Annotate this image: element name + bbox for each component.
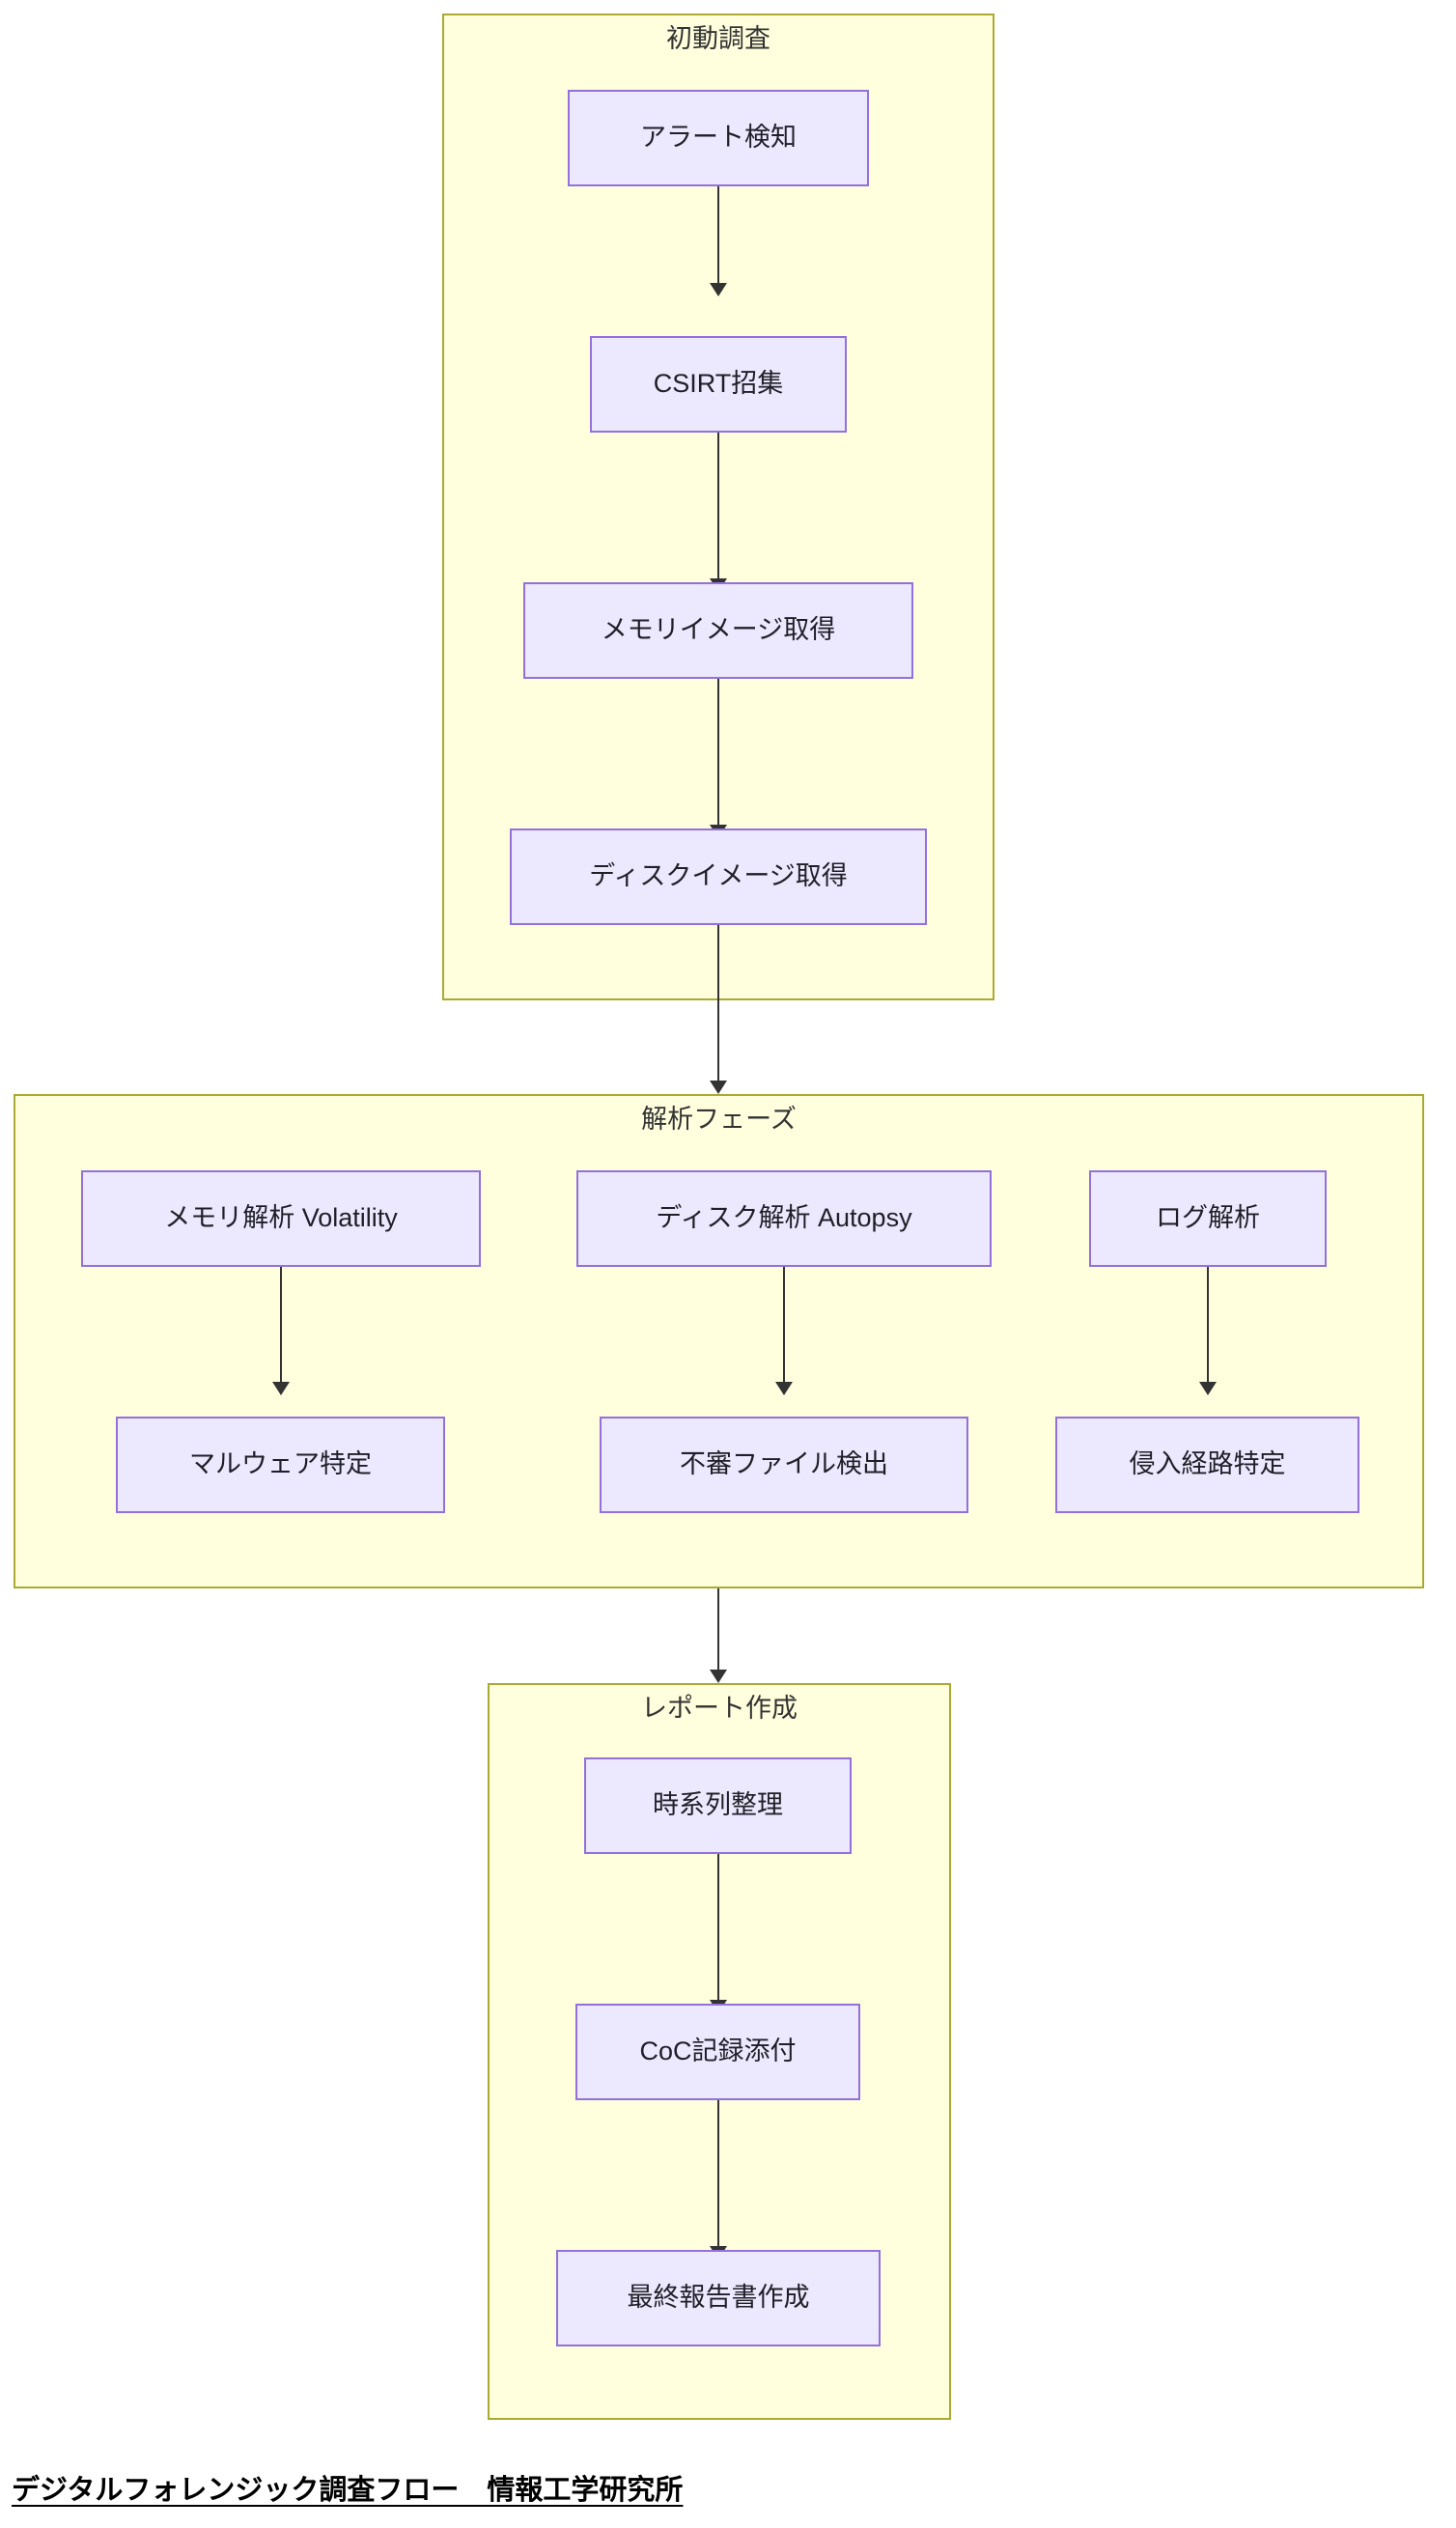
edge-arrowhead-alert-to-csirt xyxy=(710,283,727,296)
cluster-title-report-creation: レポート作成 xyxy=(641,1694,798,1723)
node-memory-analysis-volatility[interactable]: メモリ解析 Volatility xyxy=(81,1170,481,1267)
node-timeline-organization[interactable]: 時系列整理 xyxy=(584,1757,852,1854)
node-log-analysis[interactable]: ログ解析 xyxy=(1089,1170,1327,1267)
node-suspicious-file-detection[interactable]: 不審ファイル検出 xyxy=(600,1417,968,1513)
edge-coc-to-final-report xyxy=(717,2100,719,2252)
node-alert-detection[interactable]: アラート検知 xyxy=(568,90,869,186)
cluster-title-analysis-phase: 解析フェーズ xyxy=(641,1105,797,1134)
node-final-report-creation[interactable]: 最終報告書作成 xyxy=(556,2250,881,2346)
edge-log-analysis-to-intrusion-path xyxy=(1207,1267,1209,1388)
node-coc-record-attachment[interactable]: CoC記録添付 xyxy=(575,2004,860,2100)
cluster-title-initial-investigation: 初動調査 xyxy=(666,24,770,53)
edge-arrowhead-memory-analysis-to-malware xyxy=(272,1382,290,1395)
edge-timeline-to-coc xyxy=(717,1854,719,2006)
edge-arrowhead-analysis-phase-to-report-creation xyxy=(710,1670,727,1683)
edge-memory-image-to-disk-image xyxy=(717,679,719,830)
edge-disk-image-to-analysis-phase xyxy=(717,925,719,1083)
node-disk-analysis-autopsy[interactable]: ディスク解析 Autopsy xyxy=(576,1170,992,1267)
node-memory-image-acquisition[interactable]: メモリイメージ取得 xyxy=(523,582,913,679)
node-csirt-convene[interactable]: CSIRT招集 xyxy=(590,336,847,433)
node-disk-image-acquisition[interactable]: ディスクイメージ取得 xyxy=(510,829,927,925)
diagram-caption: デジタルフォレンジック調査フロー 情報工学研究所 xyxy=(12,2475,684,2506)
node-malware-identification[interactable]: マルウェア特定 xyxy=(116,1417,445,1513)
cluster-analysis-phase: 解析フェーズ xyxy=(14,1094,1424,1588)
edge-disk-analysis-to-suspicious-file xyxy=(783,1267,785,1388)
node-intrusion-path-identification[interactable]: 侵入経路特定 xyxy=(1055,1417,1359,1513)
edge-arrowhead-disk-image-to-analysis-phase xyxy=(710,1081,727,1094)
edge-arrowhead-disk-analysis-to-suspicious-file xyxy=(775,1382,793,1395)
edge-memory-analysis-to-malware xyxy=(280,1267,282,1388)
edge-alert-to-csirt xyxy=(717,186,719,289)
edge-csirt-to-memory-image xyxy=(717,433,719,584)
edge-analysis-phase-to-report-creation xyxy=(717,1588,719,1675)
edge-arrowhead-log-analysis-to-intrusion-path xyxy=(1199,1382,1217,1395)
